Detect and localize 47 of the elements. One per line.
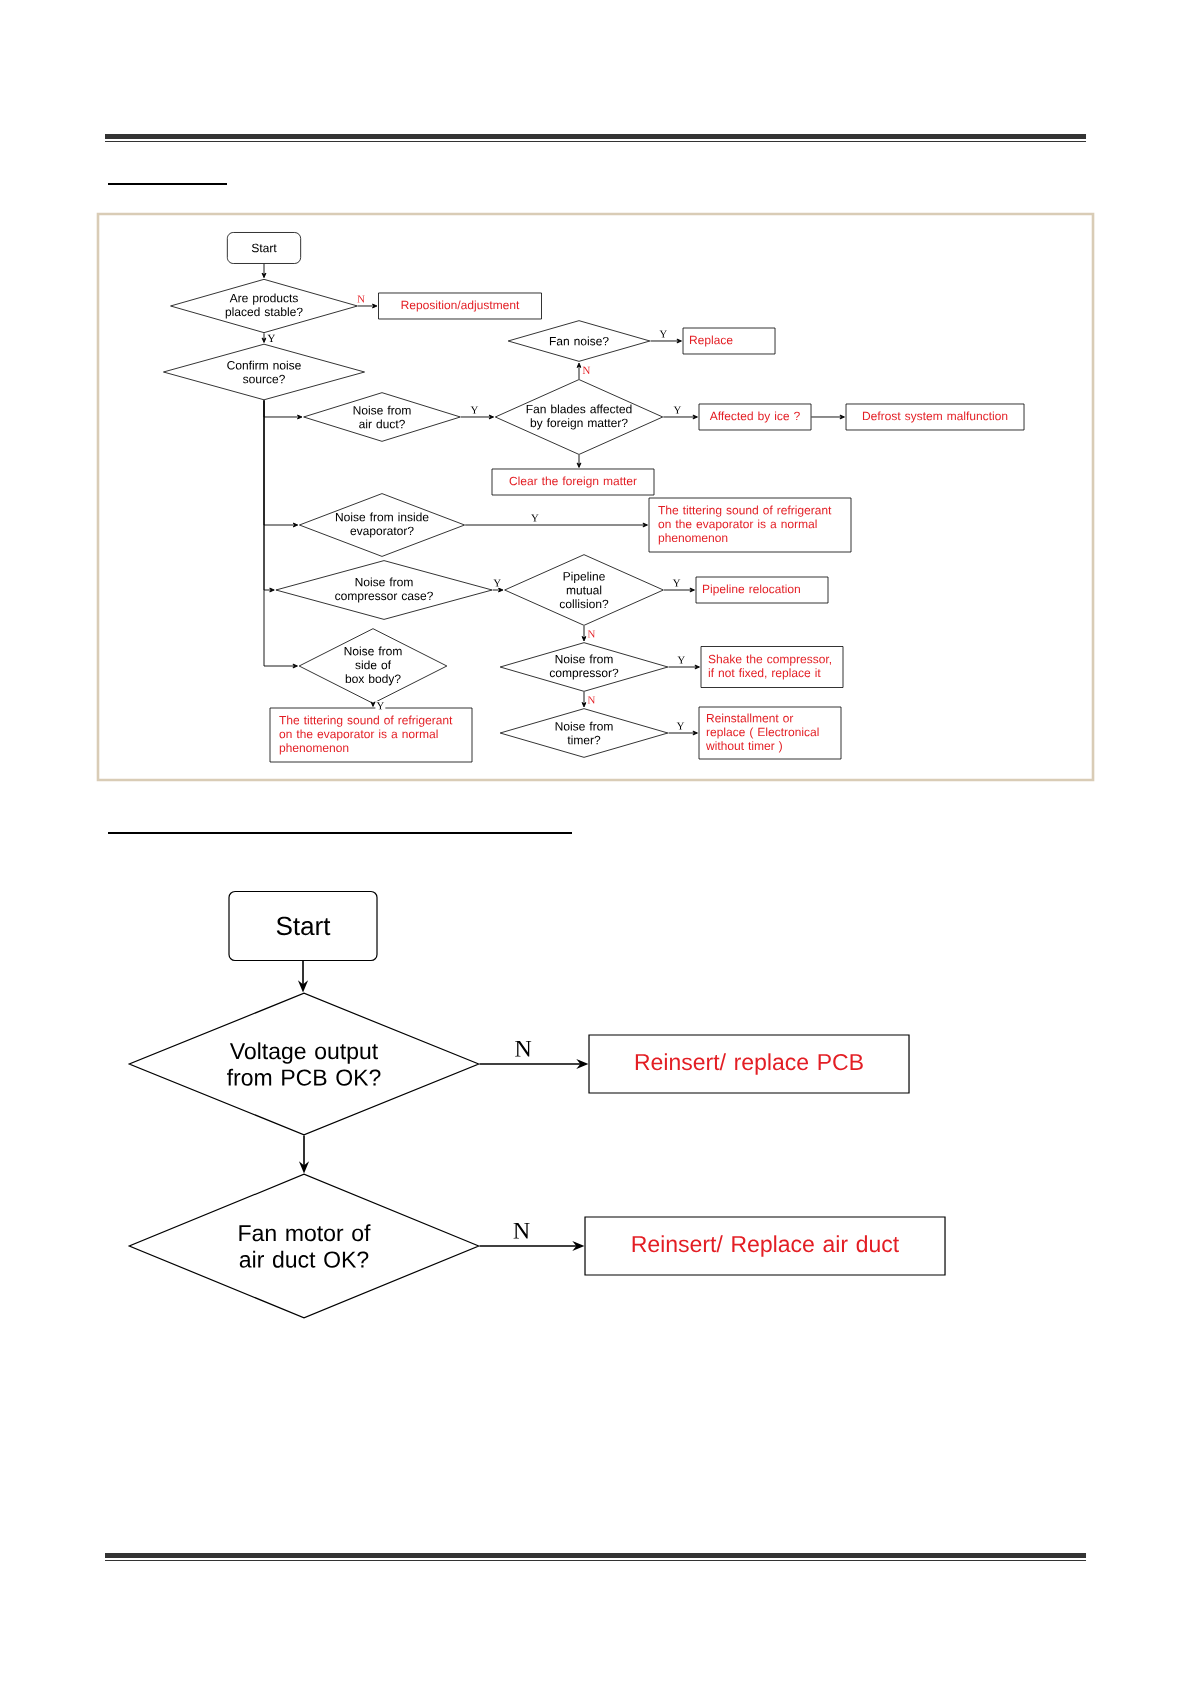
edge-label: Y xyxy=(529,513,540,523)
edge-label: Y xyxy=(375,701,386,711)
edge-label: N xyxy=(356,294,366,304)
edge-label: N xyxy=(581,365,592,376)
arrow xyxy=(810,414,845,420)
action-box: Affected by ice ? xyxy=(698,403,812,431)
arrow xyxy=(581,625,587,642)
action-box: Reinstallment or replace ( Electronical without timer ) xyxy=(698,706,842,760)
edge-label: N xyxy=(586,629,597,639)
arrow xyxy=(261,263,267,279)
action-box: Reposition/adjustment xyxy=(378,292,542,320)
edge-label: N xyxy=(511,1221,532,1240)
arrow xyxy=(357,303,378,309)
edge-label: Y xyxy=(675,721,686,731)
arrow xyxy=(261,332,267,343)
arrow xyxy=(649,338,682,344)
arrow xyxy=(492,587,504,593)
start-box: Start xyxy=(228,890,378,962)
edge-label: Y xyxy=(671,578,682,588)
arrow xyxy=(663,587,695,593)
arrow xyxy=(370,701,376,707)
action-box: The tittering sound of refrigerant on the evaporator is a normal phenomenon xyxy=(648,497,852,553)
arrow xyxy=(667,664,700,670)
edge-label: Y xyxy=(469,405,480,415)
arrow xyxy=(667,730,698,736)
edge-label: Y xyxy=(676,655,687,665)
edge-label: Y xyxy=(266,333,277,344)
action-box: Reinsert/ Replace air duct xyxy=(584,1216,946,1276)
edge-label: Y xyxy=(492,578,503,588)
arrow xyxy=(576,362,582,380)
action-box: Pipeline relocation xyxy=(695,576,829,604)
edge-label: N xyxy=(513,1039,533,1058)
arrow xyxy=(581,691,587,708)
action-box: Replace xyxy=(682,327,776,355)
action-box: Reinsert/ replace PCB xyxy=(588,1034,910,1094)
arrow xyxy=(460,414,495,420)
edge-label: N xyxy=(586,695,597,705)
start-box: Start xyxy=(226,232,302,264)
arrow xyxy=(576,454,582,468)
arrow xyxy=(662,414,698,420)
action-box: Clear the foreign matter xyxy=(491,468,655,496)
action-box: Defrost system malfunction xyxy=(845,403,1025,431)
arrow xyxy=(464,522,648,528)
edge-label: Y xyxy=(658,329,669,339)
edge-label: Y xyxy=(672,405,683,415)
arrow xyxy=(263,399,298,669)
action-box: Shake the compressor, if not fixed, replace it xyxy=(700,646,844,688)
